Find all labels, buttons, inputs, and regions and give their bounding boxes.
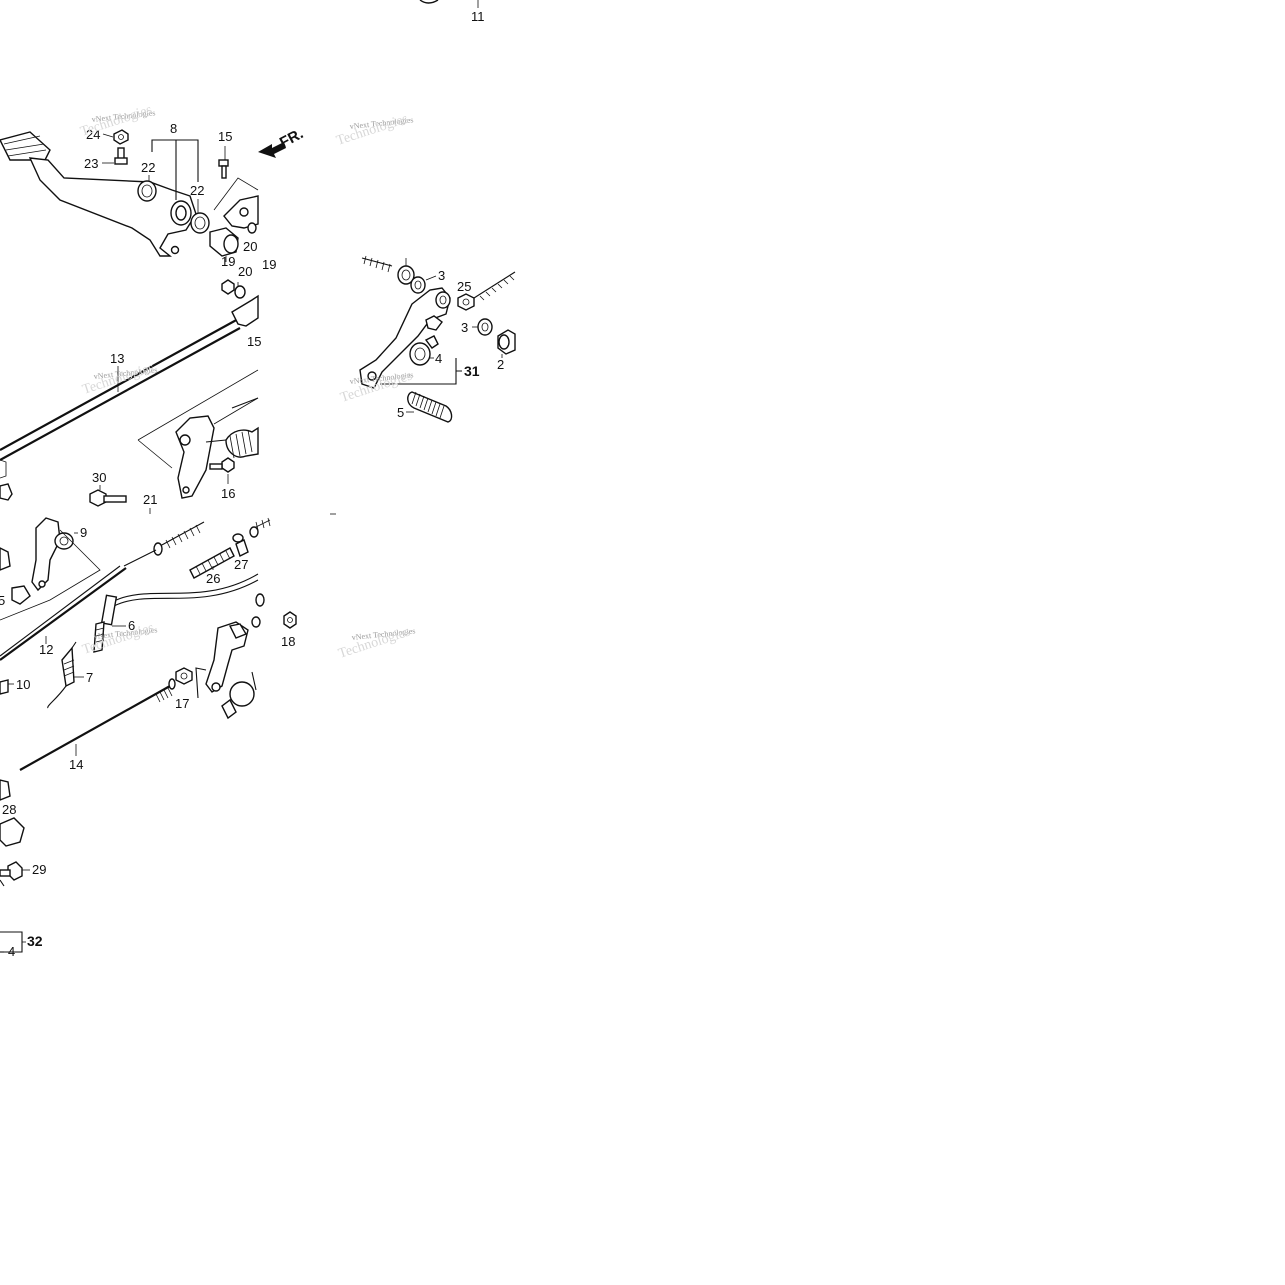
bolt-16 — [209, 457, 235, 473]
rod-12 — [0, 567, 127, 661]
callout-14: 14 — [69, 757, 83, 772]
spring-7 — [47, 641, 77, 709]
bolt-23 — [114, 147, 128, 165]
callout-28: 28 — [2, 802, 16, 817]
shift-cable-panel: 9 5 12 26 27 — [0, 517, 297, 959]
gearshift-pedal — [359, 287, 451, 389]
nut-18 — [283, 611, 297, 629]
collar-19 — [209, 227, 239, 257]
callout-29: 29 — [32, 862, 46, 877]
callout-3b: 3 — [461, 320, 468, 335]
nut-17 — [175, 667, 193, 685]
callout-32: 32 — [27, 933, 43, 949]
seal-22-a — [137, 180, 157, 202]
seal-22-b — [190, 212, 210, 234]
brake-rod-13 — [0, 294, 259, 461]
callout-16: 16 — [221, 486, 235, 501]
callout-19a: 19 — [221, 254, 235, 269]
callout-2: 2 — [497, 357, 504, 372]
brake-pedal — [0, 131, 197, 257]
washer-3-b — [477, 318, 493, 336]
shift-rod-14 — [19, 678, 176, 771]
callout-9: 9 — [80, 525, 87, 540]
callout-8: 8 — [170, 121, 177, 136]
part-11-fragment — [419, 0, 439, 4]
callout-15b: 15 — [247, 334, 261, 349]
callout-22a: 22 — [141, 160, 155, 175]
callout-6: 6 — [128, 618, 135, 633]
callout-5a: 5 — [0, 593, 5, 608]
callout-18: 18 — [281, 634, 295, 649]
callout-24: 24 — [86, 127, 100, 142]
callout-20b: 20 — [238, 264, 252, 279]
callout-11: 11 — [471, 9, 485, 24]
nut-24 — [113, 129, 129, 145]
joint-27 — [232, 533, 249, 557]
bolt-29 — [0, 861, 23, 887]
callout-22b: 22 — [190, 183, 204, 198]
callout-30: 30 — [92, 470, 106, 485]
callout-7: 7 — [86, 670, 93, 685]
collar-2 — [497, 329, 516, 355]
callout-26: 26 — [206, 571, 220, 586]
callout-25: 25 — [457, 279, 471, 294]
callout-17: 17 — [175, 696, 189, 711]
part-28 — [0, 779, 11, 801]
callout-13: 13 — [110, 351, 124, 366]
spring-26 — [189, 547, 235, 579]
callout-15a: 15 — [218, 129, 232, 144]
callout-31: 31 — [464, 363, 480, 379]
callout-3a: 3 — [438, 268, 445, 283]
washer-20 — [221, 279, 246, 299]
callout-27: 27 — [234, 557, 248, 572]
shift-arm — [195, 616, 261, 720]
callout-4a: 4 — [8, 944, 15, 959]
callout-5b: 5 — [397, 405, 404, 420]
front-direction-arrow: FR. — [258, 125, 306, 158]
brake-pedal-panel: 11 24 23 8 22 — [0, 0, 485, 514]
pin-15-upper — [218, 159, 229, 179]
arm-9 — [31, 517, 74, 592]
pedal-rubber-5 — [407, 391, 453, 423]
brake-arm-assembly — [137, 369, 259, 499]
bolt-30 — [89, 489, 127, 507]
threaded-rod-upper — [123, 521, 205, 567]
callout-4b: 4 — [435, 351, 442, 366]
callout-19b: 19 — [262, 257, 276, 272]
callout-23: 23 — [84, 156, 98, 171]
joint-28-lower — [0, 817, 25, 847]
pivot-4 — [409, 335, 439, 366]
part-10 — [0, 679, 9, 695]
nut-25 — [457, 293, 475, 311]
gearshift-pedal-panel: 3 25 3 2 — [335, 112, 516, 662]
callout-20a: 20 — [243, 239, 257, 254]
callout-21: 21 — [143, 492, 157, 507]
callout-12: 12 — [39, 642, 53, 657]
svg-text:Technologies: Technologies — [335, 112, 410, 149]
clevis-joint-upper — [223, 195, 259, 234]
cable-6 — [93, 573, 265, 653]
callout-10: 10 — [16, 677, 30, 692]
